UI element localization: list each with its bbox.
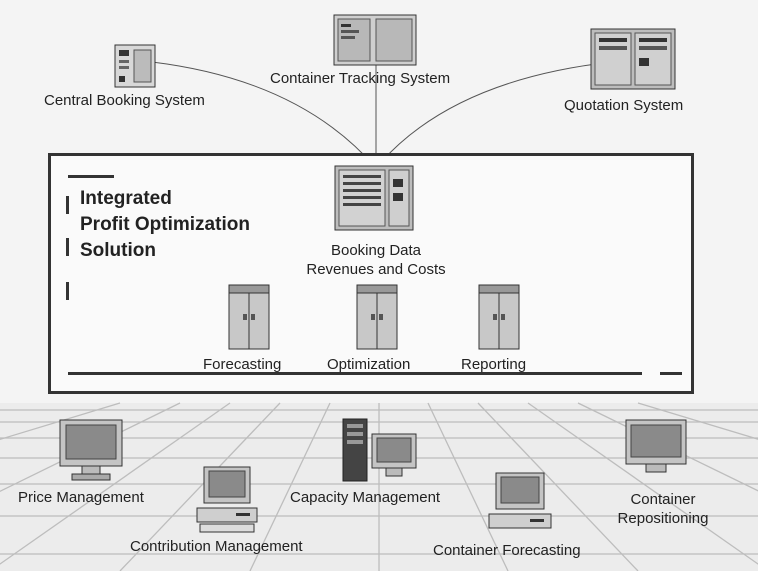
desktop-computer-icon [196,466,258,533]
capacity-management-label: Capacity Management [290,489,441,506]
monitor-icon [625,419,687,473]
decorative-bar [66,238,69,256]
data-store-label-line: Revenues and Costs [306,261,446,278]
desktop-computer-icon [488,472,552,529]
server-icon [333,14,417,66]
contribution-management-label: Contribution Management [130,538,303,555]
database-server-icon [334,165,414,231]
reporting-server-icon [478,284,520,350]
server-icon [590,28,676,90]
solution-title-line: Profit Optimization [80,214,250,235]
forecasting-label: Forecasting [203,356,282,373]
container-repositioning-label-line: Repositioning [617,510,709,527]
decorative-bar [68,175,114,178]
container-repositioning-label-line: Container [630,491,696,508]
data-store-label-line: Booking Data [330,242,422,259]
monitor-icon [59,419,123,481]
price-management-label: Price Management [18,489,144,506]
solution-title-line: Integrated [80,188,172,209]
decorative-bar [66,196,69,214]
decorative-bar [66,282,69,300]
forecasting-server-icon [228,284,270,350]
server-icon [114,44,156,88]
central-booking-system-label: Central Booking System [44,92,205,109]
data-store-label: Booking Data Revenues and Costs [296,241,456,279]
container-forecasting-label: Container Forecasting [433,542,581,559]
container-repositioning-label: Container Repositioning [606,490,720,528]
decorative-bar [660,372,682,375]
container-tracking-system-label: Container Tracking System [270,70,451,87]
connection-lines [151,61,613,169]
solution-title-line: Solution [80,240,156,261]
reporting-label: Reporting [461,356,527,373]
solution-title: Integrated Profit Optimization Solution [80,186,250,264]
decorative-bar [68,372,642,375]
optimization-server-icon [356,284,398,350]
tower-computer-icon [342,418,417,482]
quotation-system-label: Quotation System [564,97,684,114]
optimization-label: Optimization [327,356,411,373]
